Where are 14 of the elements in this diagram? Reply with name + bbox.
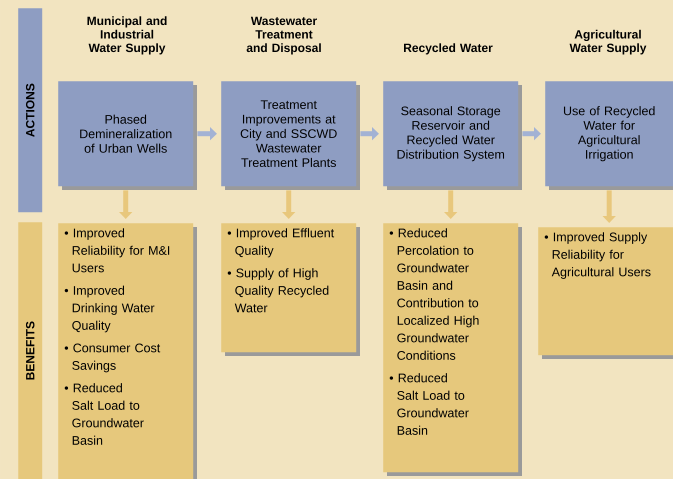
column-heading: Municipal and Industrial Water Supply [87,16,167,54]
action-box: Use of Recycled Water for Agricultural Irrigation [545,81,673,190]
benefit-box: • Improved Reliability for M&I Users • Improved Drinking Water Quality • Consumer Cost Savings • Reduced Salt Load to Groundwater Basin [58,223,197,479]
column-heading: Agricultural Water Supply [570,30,646,54]
benefit-box: • Reduced Percolation to Groundwater Basin and Contribution to Localized High Groundwater Conditions • Reduced Salt Load to Groundwater Basin [383,223,522,476]
action-box: Phased Demineralization of Urban Wells [58,81,197,190]
benefit-box: • Improved Supply Reliability for Agricultural Users [538,227,673,359]
benefit-box: • Improved Effluent Quality • Supply of High Quality Recycled Water [221,223,360,356]
column-heading: Wastewater Treatment and Disposal [246,16,321,54]
action-box: Treatment Improvements at City and SSCWD Wastewater Treatment Plants [221,81,360,190]
row-label-band: ACTIONS [18,8,42,212]
column-heading: Recycled Water [404,43,493,54]
row-label-band: BENEFITS [18,222,42,479]
action-box: Seasonal Storage Reservoir and Recycled Water Distribution System [383,81,522,190]
